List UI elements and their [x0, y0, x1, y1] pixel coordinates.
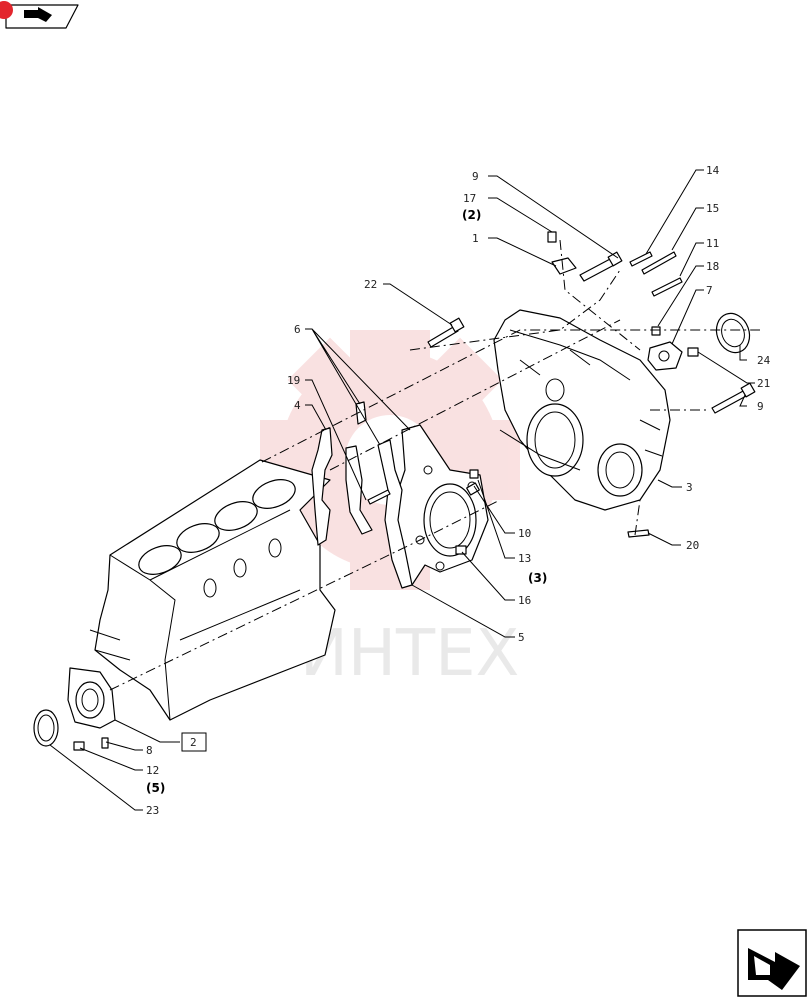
- callout-16: 16: [518, 594, 531, 607]
- callout-1: 1: [472, 232, 479, 245]
- callout-6: 6: [294, 323, 301, 336]
- callout-14: 14: [706, 164, 720, 177]
- front-oil-seal[interactable]: [711, 309, 755, 358]
- bolt-16[interactable]: [455, 545, 467, 555]
- callout-17: 17: [463, 192, 476, 205]
- callout-22: 22: [364, 278, 377, 291]
- callout-8: 8: [146, 744, 153, 757]
- callout-5: 5: [518, 631, 525, 644]
- callout-4: 4: [294, 399, 301, 412]
- callout-21: 21: [757, 377, 770, 390]
- callout-9-lower: 9: [757, 400, 764, 413]
- next-page-button[interactable]: [737, 929, 807, 997]
- engine-block[interactable]: [89, 459, 336, 721]
- callout-23: 23: [146, 804, 159, 817]
- rear-oil-seal[interactable]: [33, 709, 59, 747]
- prev-page-button[interactable]: [0, 1, 79, 29]
- cover-plate[interactable]: [551, 257, 577, 275]
- callout-9-top: 9: [472, 170, 479, 183]
- bolt-11[interactable]: [651, 277, 683, 297]
- leader-lines: [49, 169, 755, 811]
- intermediate-plate[interactable]: [394, 424, 489, 586]
- ref-5: (5): [146, 781, 165, 795]
- bracket-7[interactable]: [647, 341, 683, 371]
- assembly-centerlines: [109, 239, 760, 691]
- callout-20: 20: [686, 539, 699, 552]
- ref-3: (3): [528, 571, 547, 585]
- callout-box-2[interactable]: 2: [181, 732, 207, 752]
- callout-15: 15: [706, 202, 719, 215]
- ref-2: (2): [462, 208, 481, 222]
- callout-18: 18: [706, 260, 719, 273]
- bolt-14[interactable]: [629, 251, 653, 267]
- bolt-19[interactable]: [367, 489, 391, 505]
- callout-3: 3: [686, 481, 693, 494]
- callout-2: 2: [190, 736, 197, 749]
- gasket-left[interactable]: [311, 427, 333, 546]
- flywheel-housing[interactable]: [493, 309, 671, 511]
- callout-13: 13: [518, 552, 531, 565]
- dowel-pin-10[interactable]: [466, 469, 480, 496]
- arrow-left-icon: [24, 7, 52, 22]
- bolt-21[interactable]: [687, 347, 699, 357]
- callout-12: 12: [146, 764, 159, 777]
- callout-7: 7: [706, 284, 713, 297]
- bolt-17[interactable]: [547, 231, 557, 243]
- bolt-18[interactable]: [651, 326, 661, 336]
- bolt-15[interactable]: [641, 251, 677, 275]
- stud-20[interactable]: [627, 529, 650, 538]
- callout-11: 11: [706, 237, 719, 250]
- watermark-text: ИНТЕХ: [300, 617, 519, 691]
- bolt-22[interactable]: [427, 317, 465, 348]
- callout-24: 24: [757, 354, 771, 367]
- rear-seal-housing[interactable]: [67, 667, 116, 729]
- bolt-9-lower[interactable]: [711, 382, 756, 414]
- callout-10: 10: [518, 527, 531, 540]
- callout-19: 19: [287, 374, 300, 387]
- callout-labels: 9 17 (2) 1 14 15 11 18 7 24 21 9 3 20 22…: [146, 164, 771, 817]
- gasket-plate-outline[interactable]: [377, 439, 413, 589]
- arrow-right-icon: [748, 948, 800, 990]
- red-badge-icon: [0, 1, 13, 19]
- housing-bolt[interactable]: [73, 737, 109, 751]
